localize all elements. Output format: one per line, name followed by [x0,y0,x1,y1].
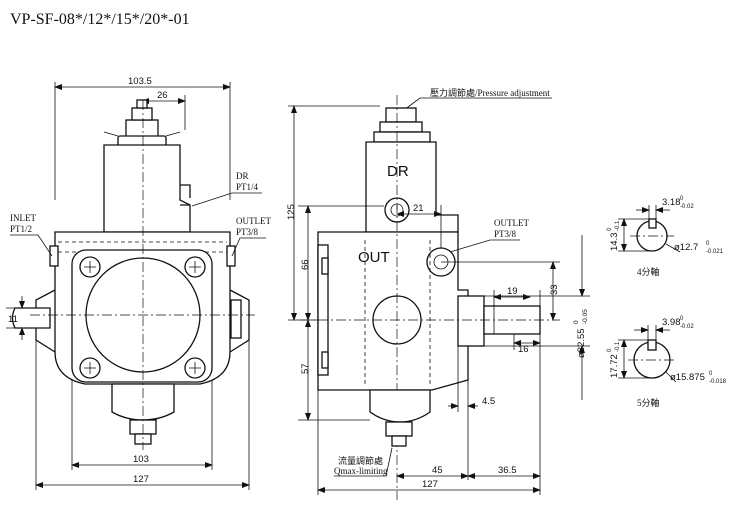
dim-height-66: 66 [300,259,311,270]
shaft1-dia-tol-upper: 0 [706,241,710,247]
dim-offset-26: 26 [157,90,168,101]
dim-base-45: 45 [432,465,443,476]
dim-pilot-dia: ø82.55 [576,328,587,358]
flow-adj-label-en: Qmax-limiting [334,466,388,476]
shaft1-key-width: 3.18 [662,197,681,208]
shaft1-height-tol-lower: -0.1 [615,220,621,231]
dim-pilot-tol-lower: -0.05 [582,309,589,324]
shaft-detail-4: 3.18 0 -0.02 14.3 0 -0.1 ø12.7 0 -0.021 … [607,196,724,277]
inlet-label: INLET [10,213,36,223]
dim-bottom-overall: 127 [133,474,149,485]
shaft1-height-tol-upper: 0 [607,227,613,231]
dim-height-125: 125 [286,204,297,220]
dim-overall-127: 127 [422,479,438,490]
shaft2-key-height: 17.72 [609,354,620,378]
side-outlet-label: OUTLET [494,218,529,228]
shaft2-key-tol-lower: -0.02 [680,324,694,330]
pressure-adjustment-label: 壓力調節處/Pressure adjustment [430,87,550,98]
shaft1-key-tol-lower: -0.02 [680,204,694,210]
shaft2-key-width: 3.98 [662,317,681,328]
dr-port-marking: DR [387,163,409,180]
drawing-title: VP-SF-08*/12*/15*/20*-01 [10,11,190,28]
dim-shaft-16: 16 [518,344,529,355]
shaft2-height-tol-lower: -0.1 [615,341,621,352]
dim-base-36-5: 36.5 [498,465,517,476]
shaft2-dia-tol-lower: -0.018 [709,379,727,385]
flow-adj-label-cn: 流量調節處 [338,455,383,466]
side-outlet-size: PT3/8 [494,229,517,239]
shaft2-dia: ø15.875 [670,372,705,383]
dim-offset-21: 21 [413,203,424,214]
dim-shaft-dia: 11 [8,314,18,325]
front-outlet-size: PT3/8 [236,227,259,237]
shaft2-height-tol-upper: 0 [607,348,613,352]
dim-bottom-inner: 103 [133,454,149,465]
shaft2-key-tol-upper: 0 [680,316,684,322]
out-port-marking: OUT [358,249,390,266]
drain-label: DR [236,171,249,181]
dim-offset-33: 33 [549,284,560,295]
shaft1-dia-tol-lower: -0.021 [706,249,724,255]
shaft1-key-height: 14.3 [609,233,620,252]
dim-top-width: 103.5 [128,76,152,87]
inlet-size: PT1/2 [10,224,32,234]
shaft1-caption: 4分軸 [637,266,660,277]
dim-height-57: 57 [300,363,311,374]
dim-shaft-19: 19 [507,286,518,297]
side-view: 壓力調節處/Pressure adjustment DR OUT [286,87,590,500]
front-outlet-label: OUTLET [236,216,271,226]
shaft1-dia: ø12.7 [674,242,698,253]
bolt-head [79,256,206,379]
dim-pilot-tol-upper: 0 [573,320,580,324]
shaft2-caption: 5分軸 [637,397,660,408]
shaft-detail-5: 3.98 0 -0.02 17.72 0 -0.1 ø15.875 0 -0.0… [607,316,727,408]
dim-flange-4-5: 4.5 [482,396,495,407]
shaft1-key-tol-upper: 0 [680,196,684,202]
shaft2-dia-tol-upper: 0 [709,371,713,377]
drain-size: PT1/4 [236,182,259,192]
front-view: 103.5 26 11 [6,76,271,490]
